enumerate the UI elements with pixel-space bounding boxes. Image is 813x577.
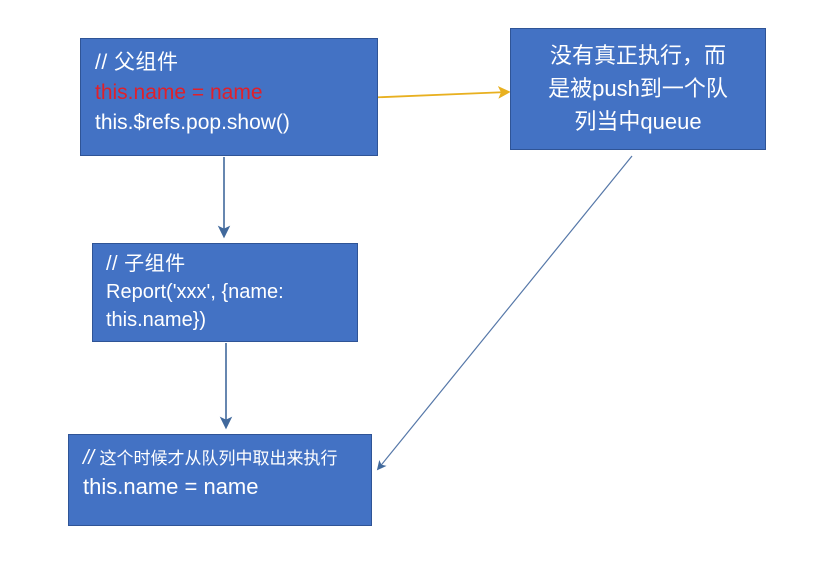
note-line-2: 是被push到一个队 [548,76,728,101]
child-component-box: // 子组件 Report('xxx', {name: this.name}) [92,243,358,342]
parent-show-line: this.$refs.pop.show() [95,111,290,134]
parent-assign-line: this.name = name [95,81,263,104]
child-report-line-1: Report('xxx', {name: [106,281,284,303]
arrow-note-to-exec [376,155,633,471]
execution-assign-line: this.name = name [83,474,259,499]
note-line-1: 没有真正执行，而 [549,43,726,68]
child-report-line-2: this.name}) [106,309,207,331]
execution-box: // 这个时候才从队列中取出来执行 this.name = name [68,434,372,526]
child-comment-line: // 子组件 [106,253,186,275]
execution-comment-text: 这个时候才从队列中取出来执行 [99,449,338,469]
parent-comment-line: // 父组件 [95,51,179,74]
parent-component-box: // 父组件 this.name = name this.$refs.pop.s… [80,38,378,156]
queue-note-box: 没有真正执行，而 是被push到一个队 列当中queue [510,28,766,150]
execution-comment-line: // 这个时候才从队列中取出来执行 [83,446,371,471]
comment-slashes: // [83,447,95,469]
note-line-3: 列当中queue [574,109,702,134]
